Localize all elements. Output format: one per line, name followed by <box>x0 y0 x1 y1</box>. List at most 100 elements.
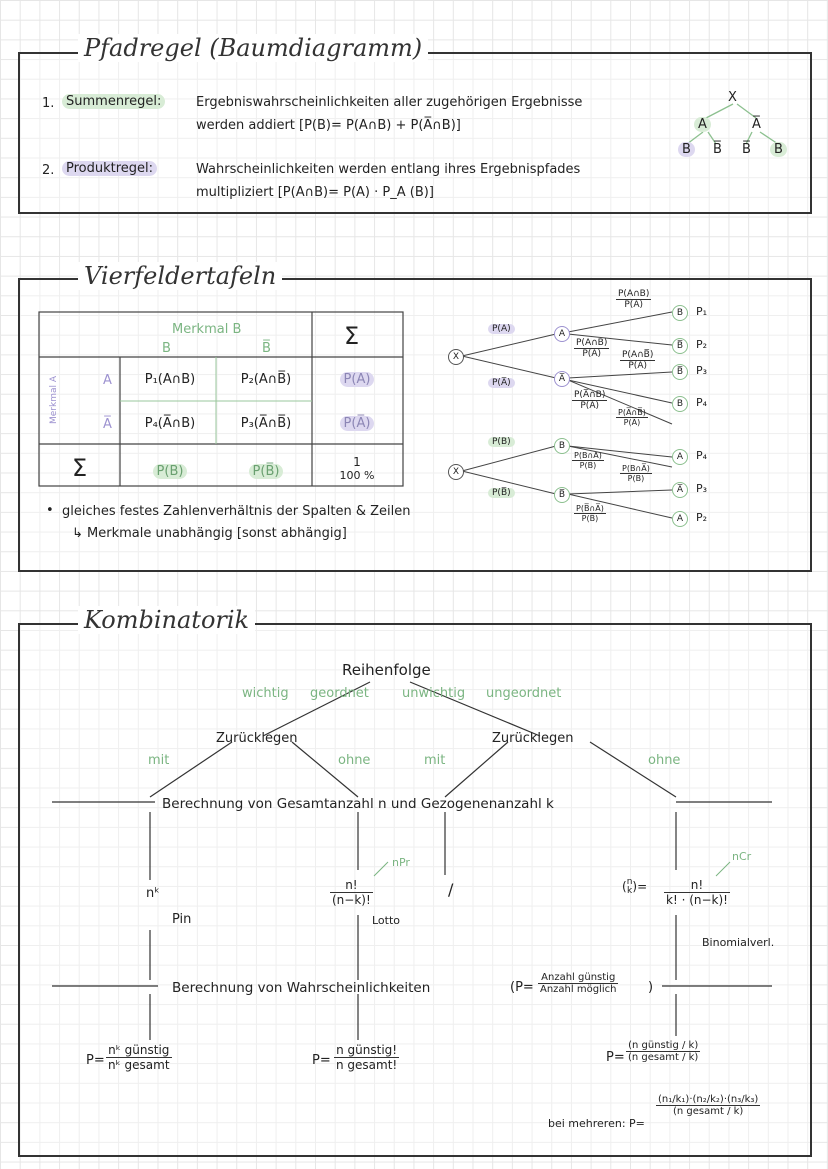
pfad-tree-a: A <box>694 117 711 132</box>
formula-p3: (n günstig / k)(n gesamt / k) <box>626 1040 701 1063</box>
berechnung-anzahl: Berechnung von Gesamtanzahl n und Gezoge… <box>162 796 554 812</box>
note2: ↳ Merkmale unabhängig [sonst abhängig] <box>72 526 347 541</box>
berechnung-wahrscheinlichkeiten: Berechnung von Wahrscheinlichkeiten <box>172 980 431 996</box>
vt1-branch-pa: P(A) <box>488 324 515 334</box>
mit-left: mit <box>148 753 170 768</box>
rule2-number: 2. <box>42 163 55 178</box>
zuruecklegen-left: Zurücklegen <box>216 731 298 746</box>
vt1-branch-pabar: P(A̅) <box>488 378 515 388</box>
p-close: ) <box>648 980 654 995</box>
vt1-leaf4: B <box>672 396 688 412</box>
vt1-node-a: A <box>554 326 570 342</box>
p-eq-1: P= <box>86 1053 105 1068</box>
vt1-node-abar: A̅ <box>554 371 570 387</box>
wichtig: wichtig <box>242 686 289 701</box>
merkmal-b-label: Merkmal B <box>172 322 242 337</box>
rule1-name-text: Summenregel: <box>62 94 166 109</box>
vt1-frac3: P(A̅∩B)P(A̅) <box>572 390 608 411</box>
ohne-right: ohne <box>648 753 681 768</box>
label-npr: nPr <box>392 856 410 869</box>
vt2-node-bbar: B̅ <box>554 487 570 503</box>
geordnet: geordnet <box>310 686 369 701</box>
kombinatorik-box <box>18 623 812 1157</box>
slash: / <box>448 880 454 899</box>
cell-one: 1 <box>353 455 361 469</box>
pfad-tree-b2: B̅ <box>713 142 722 157</box>
cell-hundred: 100 % <box>339 469 375 482</box>
vt2-p1: P₄ <box>696 449 708 462</box>
reihenfolge: Reihenfolge <box>342 661 431 679</box>
vt2-frac2: P(B∩A̅)P(B) <box>620 464 652 483</box>
vt1-leaf1: B <box>672 305 688 321</box>
rule1-name: Summenregel: <box>62 94 166 109</box>
p-open: (P= <box>510 980 534 995</box>
pfad-tree-abar: A̅ <box>752 117 761 132</box>
vt2-node-b: B <box>554 438 570 454</box>
label-lotto: Lotto <box>372 914 401 927</box>
ungeordnet: ungeordnet <box>486 686 562 701</box>
cell-p2: P₂(A∩B̅) <box>240 372 292 387</box>
note-bullet: • <box>46 503 54 518</box>
pfadregel-heading: Pfadregel (Baumdiagramm) <box>78 34 429 62</box>
label-pin: Pin <box>172 912 192 927</box>
rule2-name: Produktregel: <box>62 161 158 176</box>
vt1-p3: P₃ <box>696 364 708 377</box>
vt2-leaf1: A <box>672 449 688 465</box>
rule2-line1: Wahrscheinlichkeiten werden entlang ihre… <box>196 162 581 177</box>
vt2-p3: P₂ <box>696 511 708 524</box>
cell-pb: P(B) <box>130 464 210 479</box>
merkmal-a-label: Merkmal A <box>49 375 60 425</box>
vierfelder-heading: Vierfeldertafeln <box>78 262 283 290</box>
vt2-root: X <box>448 464 464 480</box>
vt1-frac1: P(A∩B)P(A) <box>574 338 610 359</box>
pfad-tree-b3: B̅ <box>742 142 751 157</box>
pfad-tree-b4: B <box>770 142 787 157</box>
pfad-tree-root: X <box>728 90 737 105</box>
rule1-line1: Ergebniswahrscheinlichkeiten aller zugeh… <box>196 95 583 110</box>
vt2-branch-pb: P(B) <box>488 437 515 447</box>
vt1-p4: P₄ <box>696 396 708 409</box>
formula-npr: n!(n−k)! <box>330 878 373 907</box>
unwichtig: unwichtig <box>402 686 466 701</box>
rule1-number: 1. <box>42 96 55 111</box>
vt2-frac4: P(B̅∩A̅)P(B̅) <box>574 504 606 523</box>
formula-ncr: n!k! · (n−k)! <box>664 878 730 907</box>
cell-p3: P₃(A̅∩B̅) <box>240 416 292 431</box>
vt1-p1: P₁ <box>696 305 708 318</box>
formula-p2: n günstig!n gesamt! <box>334 1043 400 1072</box>
cell-pa: P(A) <box>322 372 392 387</box>
zuruecklegen-right: Zurücklegen <box>492 731 574 746</box>
cell-p4: P₄(A̅∩B) <box>144 416 196 431</box>
ohne-left: ohne <box>338 753 371 768</box>
mit-right: mit <box>424 753 446 768</box>
sigma-bottom: Σ <box>72 454 88 482</box>
rule2-name-text: Produktregel: <box>62 161 158 176</box>
vt2-leaf2: A̅ <box>672 482 688 498</box>
vt2-frac1: P(B∩A)P(B) <box>572 451 604 470</box>
vt1-leaf3: B̅ <box>672 364 688 380</box>
vt1-frac2: P(A∩B̅)P(A) <box>620 350 656 371</box>
pfad-tree-b1: B <box>678 142 695 157</box>
vt1-p2: P₂ <box>696 338 708 351</box>
rule2-line2: multipliziert [P(A∩B)= P(A) · P_A (B)] <box>196 185 434 200</box>
col-b: B <box>162 341 171 356</box>
row-abar: A̅ <box>103 417 112 432</box>
formula-p4: (n₁/k₁)·(n₂/k₂)·(n₃/k₃)(n gesamt / k) <box>656 1094 761 1117</box>
vt2-leaf3: A <box>672 511 688 527</box>
cell-p1: P₁(A∩B) <box>144 372 196 387</box>
label-binomialverl: Binomialverl. <box>702 936 775 949</box>
bei-mehreren: bei mehreren: P= <box>548 1117 645 1130</box>
p-eq-3: P= <box>606 1050 625 1065</box>
sigma-top: Σ <box>344 322 360 350</box>
cell-pbbar: P(B̅) <box>226 464 306 479</box>
col-bbar: B̅ <box>262 341 271 356</box>
kombinatorik-heading: Kombinatorik <box>78 606 256 634</box>
vt2-branch-pbbar: P(B̅) <box>488 488 515 498</box>
p-eq-2: P= <box>312 1053 331 1068</box>
vt1-frac5: P(A∩B)P(A) <box>616 289 652 310</box>
vt1-frac4: P(A̅∩B̅)P(A̅) <box>616 408 648 427</box>
vt1-leaf2: B̅ <box>672 338 688 354</box>
